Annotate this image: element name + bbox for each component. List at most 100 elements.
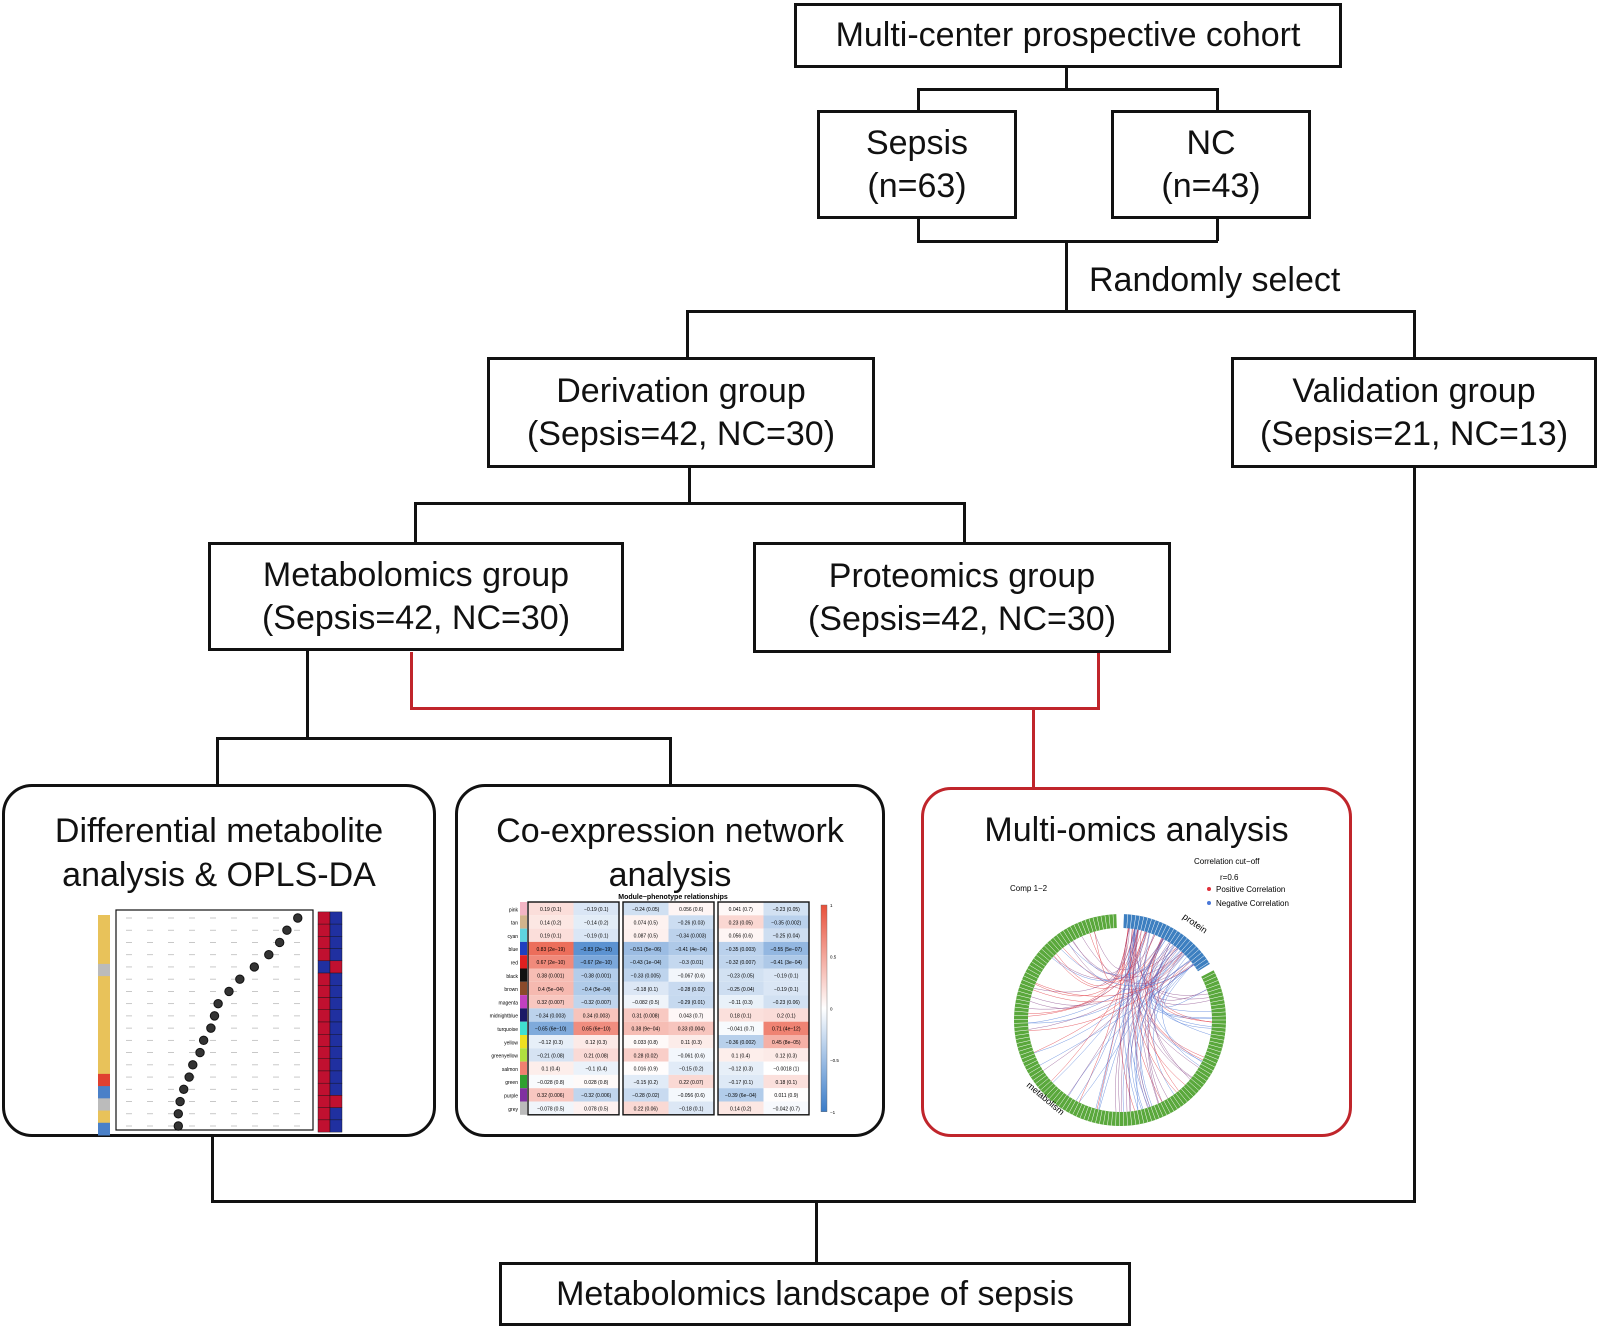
correlation-chord — [1033, 951, 1183, 1053]
cohort-label: Multi-center prospective cohort — [835, 16, 1301, 54]
ring-tick — [1053, 937, 1063, 949]
ring-tick — [1188, 949, 1200, 959]
ring-tick — [1014, 1006, 1029, 1010]
ring-tick — [1203, 1057, 1217, 1064]
heatmap-cell-label: 0.028 (0.8) — [584, 1080, 609, 1086]
connector-line — [216, 737, 671, 740]
module-label: purple — [504, 1094, 518, 1100]
multiomics-connector-line — [410, 707, 1100, 710]
heatmap-cell-label: 0.28 (0.02) — [634, 1053, 659, 1059]
ring-tick — [1143, 917, 1149, 932]
legend-tick-label: −1 — [830, 1110, 836, 1115]
correlation-chord — [1124, 928, 1199, 1068]
class-matrix-cell — [317, 1095, 331, 1108]
coexpression-title-line1: Co-expression network — [496, 812, 844, 850]
heatmap-cell-label: 0.1 (0.4) — [731, 1053, 750, 1059]
heatmap-cell-label: −0.29 (0.01) — [678, 1000, 705, 1006]
heatmap-cell-label: 0.18 (0.1) — [776, 1080, 798, 1086]
heatmap-cell — [718, 915, 764, 929]
connector-line — [1413, 310, 1416, 359]
heatmap-cell — [763, 902, 809, 916]
ring-tick — [1056, 934, 1066, 947]
metabolite-point — [249, 962, 260, 972]
correlation-chord — [1098, 938, 1165, 1110]
metabolite-point — [173, 1121, 184, 1131]
heatmap-cell-label: 0.23 (0.05) — [729, 920, 754, 926]
heatmap-cell — [668, 1074, 714, 1089]
heatmap-cell — [528, 928, 574, 942]
heatmap-cell-label: 0.056 (0.6) — [729, 934, 754, 940]
connector-line — [669, 737, 672, 785]
heatmap-group-frame — [717, 901, 810, 1116]
legend-tick-label: −0.5 — [830, 1058, 839, 1063]
class-matrix-cell — [317, 1046, 331, 1059]
heatmap-cell — [718, 981, 764, 996]
multiomics-connector-line — [410, 652, 413, 709]
correlation-chord — [1051, 938, 1164, 981]
correlation-chord — [1081, 936, 1190, 984]
heatmap-cell — [528, 1021, 574, 1035]
correlation-chord — [1122, 929, 1139, 1111]
heatmap-cell — [763, 1061, 809, 1075]
heatmap-cell — [623, 1021, 669, 1035]
correlation-chord — [1118, 931, 1146, 1113]
ring-tick — [1143, 1108, 1149, 1123]
ring-tick — [1016, 1040, 1031, 1044]
heatmap-cell — [623, 955, 669, 969]
correlation-chord — [1028, 961, 1191, 1031]
correlation-chord — [1060, 949, 1195, 987]
class-bar-cell — [98, 963, 110, 977]
correlation-chord — [1143, 934, 1210, 1005]
heatmap-cell-label: −0.41 (4e−04) — [676, 947, 708, 953]
ring-tick — [1126, 1111, 1129, 1126]
correlation-chord — [1028, 954, 1185, 1024]
metabolomics-label: Metabolomics group — [262, 555, 570, 594]
heatmap-cell — [763, 981, 809, 996]
ring-tick — [1092, 917, 1097, 932]
heatmap-cell-label: −0.23 (0.05) — [773, 907, 800, 913]
heatmap-cell-label: −0.078 (0.5) — [537, 1107, 564, 1113]
heatmap-cell-label: 0.32 (0.007) — [537, 1000, 564, 1006]
ring-tick — [1051, 1090, 1062, 1102]
class-bar-cell — [98, 1037, 110, 1050]
ring-tick — [1211, 1011, 1226, 1014]
heatmap-cell-label: −0.11 (0.3) — [729, 1000, 753, 1006]
heatmap-cell-label: −0.1 (0.4) — [585, 1067, 607, 1073]
heatmap-cell — [528, 1074, 574, 1089]
heatmap-cell-label: −0.082 (0.5) — [632, 1000, 659, 1006]
correlation-chord — [1068, 943, 1171, 976]
differential-dotplot — [98, 909, 343, 1136]
heatmap-cell — [573, 1088, 619, 1102]
heatmap-cell — [573, 968, 619, 982]
heatmap-cell — [623, 1008, 669, 1022]
ring-tick — [1147, 918, 1152, 933]
ring-tick — [1183, 943, 1194, 954]
differential-title: Differential metabolite analysis & OPLS-… — [5, 809, 433, 897]
heatmap-cell-label: −0.067 (0.6) — [678, 974, 705, 980]
ring-tick — [1036, 954, 1048, 964]
class-matrix-cell — [317, 936, 331, 949]
module-color-swatch — [520, 915, 527, 929]
correlation-chord — [1028, 931, 1147, 1010]
protein-label: protein — [1181, 911, 1209, 935]
metabolite-point — [206, 1023, 216, 1033]
module-label: turquoise — [497, 1027, 518, 1033]
module-label: grey — [508, 1107, 518, 1113]
module-label: cyan — [507, 934, 518, 940]
connector-line — [963, 502, 966, 544]
ring-tick — [1017, 1043, 1032, 1048]
heatmap-cell — [718, 995, 764, 1009]
module-label: magenta — [499, 1000, 519, 1006]
ring-tick — [1210, 999, 1225, 1003]
heatmap-cell-label: −0.51 (5e−06) — [630, 947, 662, 953]
ring-tick — [1207, 987, 1222, 993]
class-matrix-cell — [329, 1095, 343, 1108]
metabolite-point — [209, 1011, 220, 1021]
metabolite-point — [195, 1047, 205, 1058]
heatmap-cell — [528, 1048, 574, 1062]
heatmap-cell-label: −0.65 (6e−10) — [535, 1027, 567, 1033]
ring-tick — [1015, 1033, 1030, 1036]
heatmap-cell — [668, 1101, 714, 1115]
heatmap-cell-label: −0.83 (2e−19) — [581, 947, 613, 953]
ring-tick — [1188, 1081, 1200, 1091]
